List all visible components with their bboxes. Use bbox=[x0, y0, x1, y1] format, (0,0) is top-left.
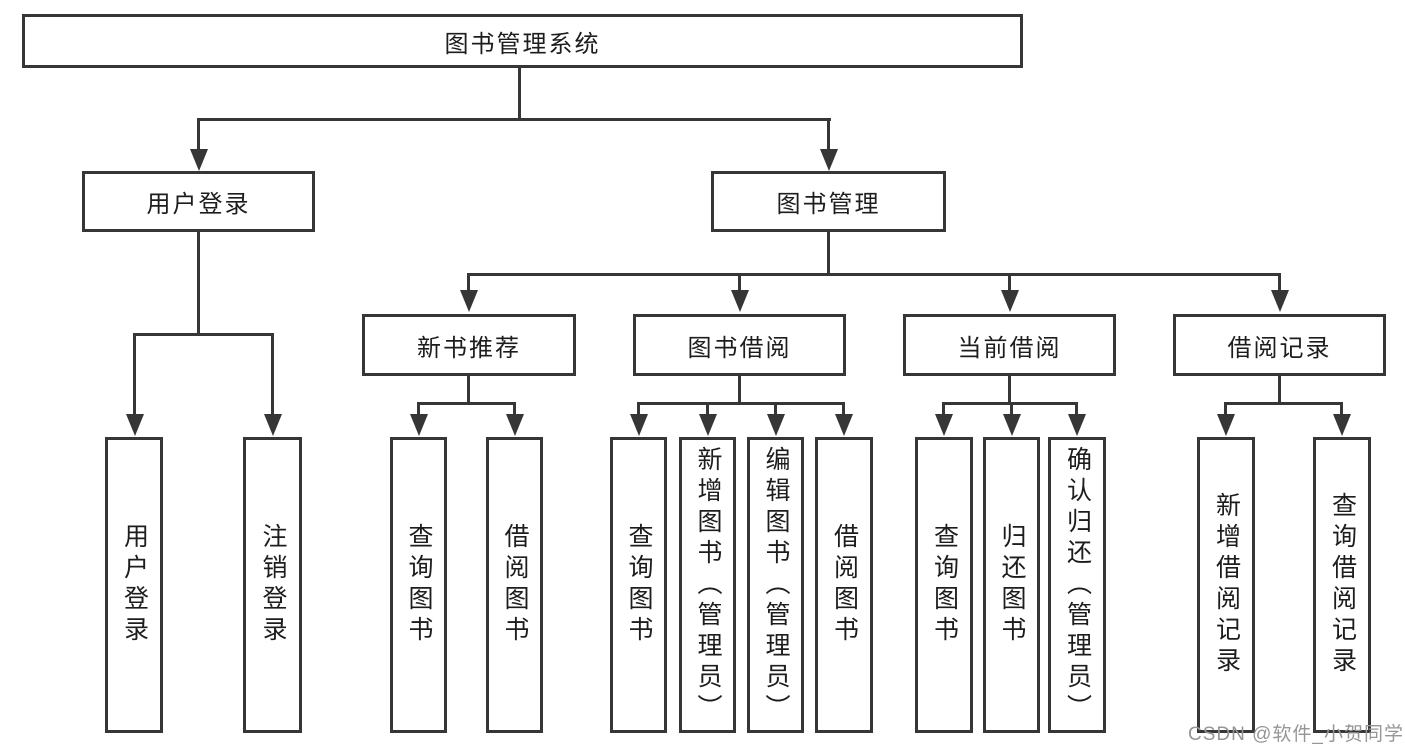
leaf-label: 注销登录 bbox=[259, 523, 287, 647]
node-book-borrowing: 图书借阅 bbox=[633, 314, 846, 376]
connector-line bbox=[738, 273, 741, 292]
leaf-return-books: 归还图书 bbox=[983, 437, 1040, 733]
connector-line bbox=[1008, 376, 1011, 405]
node-label: 用户登录 bbox=[146, 191, 251, 218]
arrow-down-icon bbox=[820, 149, 838, 171]
leaf-label: 确认归还（管理员） bbox=[1063, 445, 1092, 725]
connector-line bbox=[942, 402, 945, 415]
connector-line bbox=[417, 402, 516, 405]
leaf-logout: 注销登录 bbox=[243, 437, 302, 733]
connector-line bbox=[467, 273, 470, 292]
arrow-down-icon bbox=[1003, 414, 1021, 436]
connector-line bbox=[133, 333, 136, 414]
connector-line bbox=[1224, 402, 1227, 415]
connector-line bbox=[133, 333, 274, 336]
arrow-down-icon bbox=[126, 414, 144, 436]
connector-line bbox=[271, 333, 274, 414]
arrow-down-icon bbox=[835, 414, 853, 436]
arrow-down-icon bbox=[264, 414, 282, 436]
leaf-label: 新增图书（管理员） bbox=[694, 445, 722, 725]
leaf-query-books-borrowing: 查询图书 bbox=[610, 437, 667, 733]
connector-line bbox=[1278, 376, 1281, 405]
node-label: 图书管理 bbox=[776, 191, 881, 218]
arrow-down-icon bbox=[1068, 414, 1086, 436]
node-library-system: 图书管理系统 bbox=[22, 14, 1023, 68]
leaf-label: 用户登录 bbox=[120, 523, 149, 647]
connector-line bbox=[467, 376, 470, 405]
connector-line bbox=[1075, 402, 1078, 415]
connector-line bbox=[1008, 273, 1011, 292]
leaf-label: 查询借阅记录 bbox=[1328, 492, 1357, 678]
node-label: 借阅记录 bbox=[1227, 334, 1332, 362]
node-new-book-recommend: 新书推荐 bbox=[362, 314, 576, 376]
leaf-label: 归还图书 bbox=[998, 523, 1026, 647]
connector-line bbox=[1010, 402, 1013, 415]
arrow-down-icon bbox=[731, 290, 749, 312]
leaf-borrow-books-borrowing: 借阅图书 bbox=[815, 437, 873, 733]
connector-line bbox=[738, 376, 741, 405]
node-book-management: 图书管理 bbox=[711, 171, 946, 232]
node-label: 图书借阅 bbox=[687, 334, 792, 362]
leaf-confirm-return-admin: 确认归还（管理员） bbox=[1048, 437, 1106, 733]
connector-line bbox=[197, 118, 831, 121]
node-user-login: 用户登录 bbox=[82, 171, 315, 232]
leaf-label: 新增借阅记录 bbox=[1212, 492, 1241, 678]
connector-line bbox=[1278, 273, 1281, 292]
connector-line bbox=[513, 402, 516, 415]
connector-line bbox=[1340, 402, 1343, 415]
arrow-down-icon bbox=[506, 414, 524, 436]
watermark: CSDN @软件_小贺同学 bbox=[1188, 724, 1404, 745]
leaf-label: 查询图书 bbox=[405, 523, 433, 647]
leaf-label: 编辑图书（管理员） bbox=[762, 445, 790, 725]
leaf-query-books-recommend: 查询图书 bbox=[390, 437, 447, 733]
arrow-down-icon bbox=[1333, 414, 1351, 436]
leaf-add-borrow-record: 新增借阅记录 bbox=[1197, 437, 1255, 733]
leaf-user-login: 用户登录 bbox=[105, 437, 163, 733]
leaf-label: 借阅图书 bbox=[501, 523, 529, 647]
arrow-down-icon bbox=[460, 290, 478, 312]
leaf-query-books-current: 查询图书 bbox=[915, 437, 973, 733]
connector-line bbox=[942, 402, 1077, 405]
leaf-label: 查询图书 bbox=[930, 523, 959, 647]
node-label: 新书推荐 bbox=[417, 334, 521, 362]
connector-line bbox=[197, 232, 200, 335]
arrow-down-icon bbox=[630, 414, 648, 436]
arrow-down-icon bbox=[1001, 290, 1019, 312]
connector-line bbox=[827, 232, 830, 275]
connector-line bbox=[637, 402, 844, 405]
leaf-label: 借阅图书 bbox=[830, 523, 859, 647]
arrow-down-icon bbox=[1217, 414, 1235, 436]
connector-line bbox=[1224, 402, 1342, 405]
connector-line bbox=[417, 402, 420, 415]
connector-line bbox=[637, 402, 640, 415]
leaf-add-books-admin: 新增图书（管理员） bbox=[679, 437, 736, 733]
leaf-query-borrow-record: 查询借阅记录 bbox=[1313, 437, 1371, 733]
connector-line bbox=[706, 402, 709, 415]
arrow-down-icon bbox=[410, 414, 428, 436]
node-borrowing-records: 借阅记录 bbox=[1173, 314, 1386, 376]
arrow-down-icon bbox=[190, 149, 208, 171]
arrow-down-icon bbox=[699, 414, 717, 436]
connector-line bbox=[827, 118, 830, 151]
arrow-down-icon bbox=[767, 414, 785, 436]
connector-line bbox=[518, 68, 521, 120]
node-label: 当前借阅 bbox=[957, 334, 1062, 362]
connector-line bbox=[467, 273, 1281, 276]
connector-line bbox=[774, 402, 777, 415]
connector-line bbox=[842, 402, 845, 415]
connector-line bbox=[197, 118, 200, 151]
arrow-down-icon bbox=[935, 414, 953, 436]
node-label: 图书管理系统 bbox=[444, 30, 601, 58]
leaf-borrow-books-recommend: 借阅图书 bbox=[486, 437, 543, 733]
leaf-label: 查询图书 bbox=[625, 523, 653, 647]
leaf-edit-books-admin: 编辑图书（管理员） bbox=[747, 437, 804, 733]
arrow-down-icon bbox=[1271, 290, 1289, 312]
node-current-borrowing: 当前借阅 bbox=[903, 314, 1116, 376]
